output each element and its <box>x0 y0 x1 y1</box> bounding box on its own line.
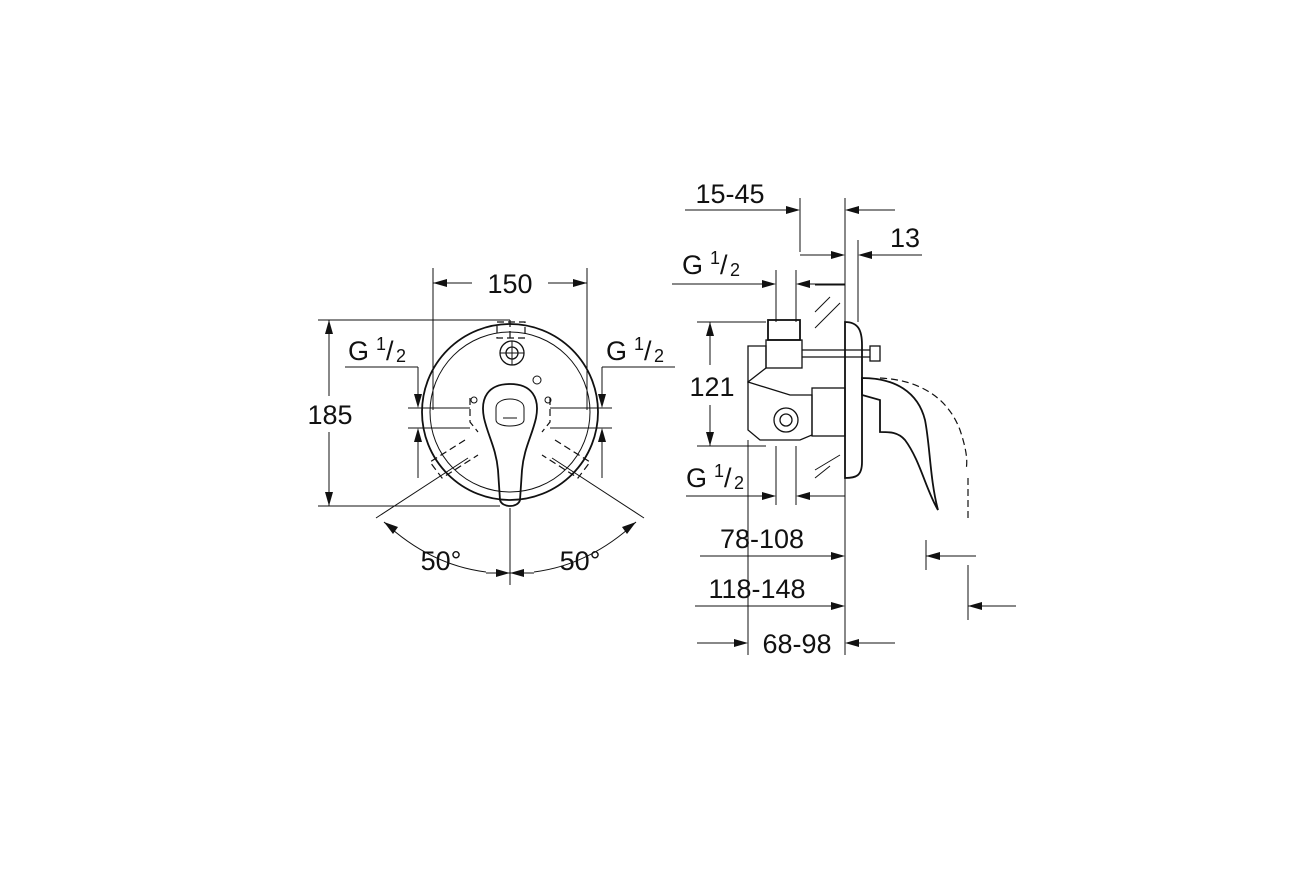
front-thread-right: G 1 / 2 <box>550 334 675 478</box>
side-lever-swing-path <box>879 377 968 471</box>
front-lever-handle <box>482 383 538 507</box>
depth-c-value: 68-98 <box>762 629 831 659</box>
front-lever-cap <box>495 398 525 427</box>
side-thread-top-label: G 1 / 2 <box>682 248 740 280</box>
outlet-spacing-value: 121 <box>689 372 734 402</box>
dim-depth-c: 68-98 <box>697 629 895 659</box>
side-thread-bottom: G 1 / 2 <box>686 446 845 505</box>
height-value: 185 <box>307 400 352 430</box>
front-cover-inner-ring <box>429 331 591 493</box>
side-valve-body <box>747 319 881 441</box>
dim-outlet-spacing: 121 <box>689 321 766 447</box>
side-view: 15-45 13 G 1 / 2 <box>672 179 1016 659</box>
side-wall-hatch <box>814 284 845 479</box>
front-small-screw <box>532 375 542 385</box>
front-thread-left-label: G 1 / 2 <box>348 334 406 366</box>
side-thread-top: G 1 / 2 <box>672 248 845 322</box>
plate-thickness-value: 13 <box>890 223 920 253</box>
side-thread-bottom-label: G 1 / 2 <box>686 461 744 493</box>
wall-range-value: 15-45 <box>695 179 764 209</box>
front-thread-right-label: G 1 / 2 <box>606 334 664 366</box>
front-view: 150 185 G 1 / 2 <box>307 268 675 585</box>
dim-wall-range: 15-45 <box>685 179 895 322</box>
front-thread-left: G 1 / 2 <box>345 334 470 478</box>
side-lever-handle <box>861 377 939 511</box>
side-cover-plate <box>844 321 863 479</box>
front-fix-point-right <box>544 396 552 404</box>
dim-width: 150 <box>432 268 588 410</box>
front-concealed-body <box>429 320 591 479</box>
front-fix-point-left <box>470 396 478 404</box>
front-angle-left-value: 50° <box>421 546 462 576</box>
dim-depth-b: 118-148 <box>695 565 1016 620</box>
front-diverter-knob <box>499 340 525 366</box>
front-angle-left: 50° <box>375 457 510 577</box>
front-angle-right: 50° <box>510 457 645 577</box>
width-value: 150 <box>487 269 532 299</box>
depth-a-value: 78-108 <box>720 524 804 554</box>
dim-height: 185 <box>307 319 510 507</box>
dim-depth-a: 78-108 <box>700 524 976 570</box>
dim-plate-thickness: 13 <box>800 223 922 322</box>
front-angle-right-value: 50° <box>560 546 601 576</box>
depth-b-value: 118-148 <box>708 574 805 604</box>
